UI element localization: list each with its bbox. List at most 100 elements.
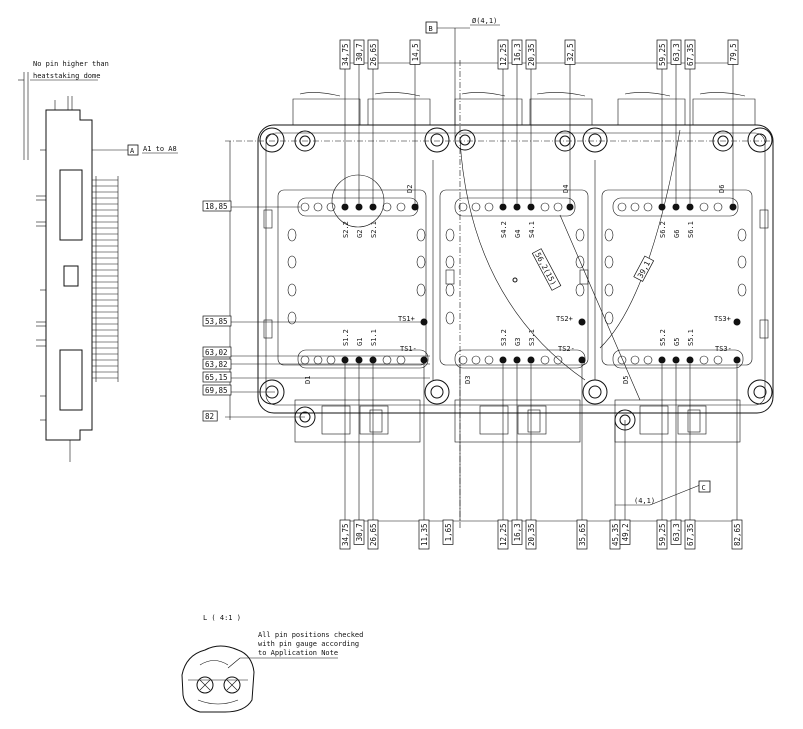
top-dimension-text: 12,25 [499, 43, 508, 66]
bottom-dimension: 12,25 [497, 519, 509, 550]
top-dimension: 63,3 [670, 39, 682, 65]
left-dimension: 65,15 [202, 371, 232, 383]
center-lines [225, 28, 770, 530]
detail-title: L ( 4:1 ) [203, 614, 241, 622]
left-dimension-labels: 18,85 53,85 63,02 63,82 65,15 69,85 82 [202, 200, 232, 422]
left-dimension-text: 63,02 [205, 348, 228, 357]
left-dimension-text: 53,85 [205, 317, 228, 326]
top-dimension-text: 32,5 [566, 43, 575, 61]
bottom-extension-lines [344, 364, 738, 521]
datum-c-dimension: (4,1) [634, 497, 655, 505]
angled-dimension-text: 56,2(15) [533, 251, 558, 287]
top-dimension: 67,35 [684, 39, 696, 70]
bottom-dimension: 35,65 [576, 519, 588, 550]
bottom-dimension-text: 11,35 [420, 523, 429, 546]
bottom-dimension-text: 67,35 [686, 523, 695, 546]
left-dimension: 18,85 [202, 200, 232, 212]
side-view: No pin higher than heatstaking dome [18, 60, 178, 462]
pin-label-top: D4 [562, 185, 570, 193]
pin-label-bottom: S1.1 [370, 329, 378, 346]
top-extension-lines [344, 63, 734, 203]
bottom-dimension-text: 59,25 [658, 523, 667, 546]
side-note-line2: heatstaking dome [33, 72, 100, 80]
datum-a-text: A1 to A8 [143, 145, 177, 153]
bottom-dimension-text: 82,65 [733, 523, 742, 546]
pin-label-ts: TS1+ [398, 315, 415, 323]
datum-b: B Ø(4,1) [425, 17, 500, 34]
side-note-line1: No pin higher than [33, 60, 109, 68]
module-outline [257, 92, 774, 443]
bottom-dimension: 45,35 [609, 519, 621, 550]
pin-label-top: S4.1 [528, 221, 536, 238]
bottom-dimension-text: 30,7 [355, 523, 364, 541]
pin-label-ts: TS1- [400, 345, 417, 353]
bottom-dimension-text: 20,35 [527, 523, 536, 546]
bottom-dimension-text: 63,3 [672, 523, 681, 541]
pin-label-d: D1 [304, 376, 312, 384]
datum-b-letter: B [429, 25, 433, 33]
detail-view: L ( 4:1 ) All pin positions checked with… [181, 614, 363, 713]
datum-c: C (4,1) [634, 480, 711, 505]
pin-label-bottom: S1.2 [342, 329, 350, 346]
left-dimension: 69,85 [202, 384, 232, 396]
bottom-dimension: 63,3 [670, 519, 682, 545]
pin-label-top: D2 [406, 185, 414, 193]
top-dimension: 34,75 [339, 39, 351, 70]
angled-dimension-labels: 56,2(15)39,1 [531, 248, 655, 291]
top-dimension-text: 63,3 [672, 43, 681, 61]
pin-label-ts: TS3- [715, 345, 732, 353]
top-dimension-text: 30,7 [355, 43, 364, 61]
top-dimension: 59,25 [656, 39, 668, 70]
left-dimension-text: 82 [205, 412, 214, 421]
left-dimension: 63,82 [202, 358, 232, 370]
left-dimension: 82 [202, 410, 218, 422]
pin-label-bottom: G1 [356, 338, 364, 346]
detail-note-line2: with pin gauge according [258, 640, 359, 648]
angled-dimension: 56,2(15) [531, 248, 562, 291]
pin-label-top: S6.2 [659, 221, 667, 238]
datum-a-letter: A [130, 147, 135, 155]
left-dimension: 63,02 [202, 346, 232, 358]
bottom-dimension: 30,7 [353, 519, 365, 545]
top-dimension: 16,3 [511, 39, 523, 65]
top-dimension-text: 79,5 [729, 43, 738, 61]
pin-label-bottom: G5 [673, 338, 681, 346]
pin-label-top: S2.2 [342, 221, 350, 238]
pin-label-bottom: G3 [514, 338, 522, 346]
top-dimension-text: 14,5 [411, 43, 420, 61]
pin-label-ts: TS2+ [556, 315, 573, 323]
left-dimension-text: 65,15 [205, 373, 228, 382]
pin-label-bottom: S3.2 [500, 329, 508, 346]
pin-label-ts: TS3+ [714, 315, 731, 323]
pin-label-d: D5 [622, 376, 630, 384]
datum-b-diameter: Ø(4,1) [472, 17, 497, 25]
detail-note-line3: to Application Note [258, 649, 338, 657]
pin-label-bottom: S5.2 [659, 329, 667, 346]
pin-label-d: D3 [464, 376, 472, 384]
bottom-dimension: 49,2 [619, 519, 631, 545]
bottom-dimension: 82,65 [731, 519, 743, 550]
bottom-dimension-text: 49,2 [621, 523, 630, 541]
bottom-dimension: 26,65 [367, 519, 379, 550]
left-dimension-text: 18,85 [205, 202, 228, 211]
top-dimension: 30,7 [353, 39, 365, 65]
pin-label-top: S6.1 [687, 221, 695, 238]
datum-c-letter: C [702, 484, 706, 492]
top-dimension-text: 20,35 [527, 43, 536, 66]
top-dimension: 20,35 [525, 39, 537, 70]
left-dimension-text: 63,82 [205, 360, 228, 369]
top-dimension: 12,25 [497, 39, 509, 70]
top-dimension: 26,65 [367, 39, 379, 70]
pin-label-bottom: S3.1 [528, 329, 536, 346]
bottom-dimension: 11,35 [418, 519, 430, 550]
pin-label-top: S2.1 [370, 221, 378, 238]
pin-label-top: G4 [514, 230, 522, 238]
bottom-dimension-text: 26,65 [369, 523, 378, 546]
top-dimension-text: 26,65 [369, 43, 378, 66]
bottom-dimension-text: 1,65 [444, 523, 453, 541]
top-dimension-text: 16,3 [513, 43, 522, 61]
pin-label-top: G6 [673, 230, 681, 238]
